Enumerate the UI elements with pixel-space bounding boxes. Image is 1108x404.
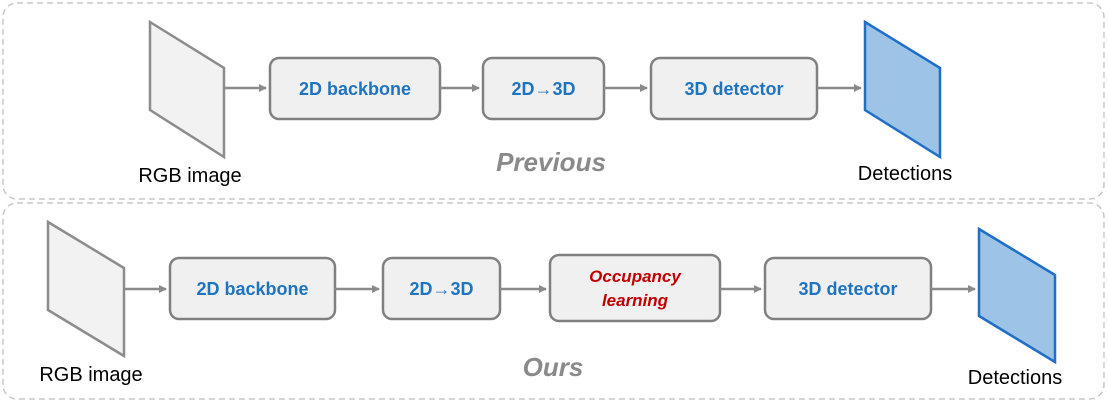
detections-output-icon bbox=[977, 226, 1057, 365]
panel-previous: RGB image 2D backbone 2D→3D 3D detector … bbox=[2, 2, 1105, 200]
block-label: 3D detector bbox=[798, 279, 897, 299]
block-occupancy-learning bbox=[548, 253, 722, 323]
block-label: 2D backbone bbox=[196, 279, 308, 299]
panel-title: Ours bbox=[523, 352, 584, 382]
output-label: Detections bbox=[858, 163, 953, 185]
panel-title: Previous bbox=[496, 147, 606, 177]
block-label-line: Occupancy bbox=[589, 267, 682, 286]
output-label: Detections bbox=[968, 367, 1063, 389]
rgb-image-input-icon bbox=[148, 19, 226, 160]
block-label: 3D detector bbox=[684, 79, 783, 99]
block-label: 2D→3D bbox=[409, 279, 473, 299]
rgb-image-input-icon bbox=[46, 219, 126, 359]
block-label: 2D→3D bbox=[511, 79, 575, 99]
block-label-line: learning bbox=[602, 291, 669, 310]
input-label: RGB image bbox=[138, 165, 241, 187]
detections-output-icon bbox=[863, 19, 942, 160]
panel-ours: RGB image 2D backbone 2D→3D Occupancy le… bbox=[2, 202, 1105, 400]
input-label: RGB image bbox=[39, 364, 142, 386]
block-label: 2D backbone bbox=[299, 79, 411, 99]
